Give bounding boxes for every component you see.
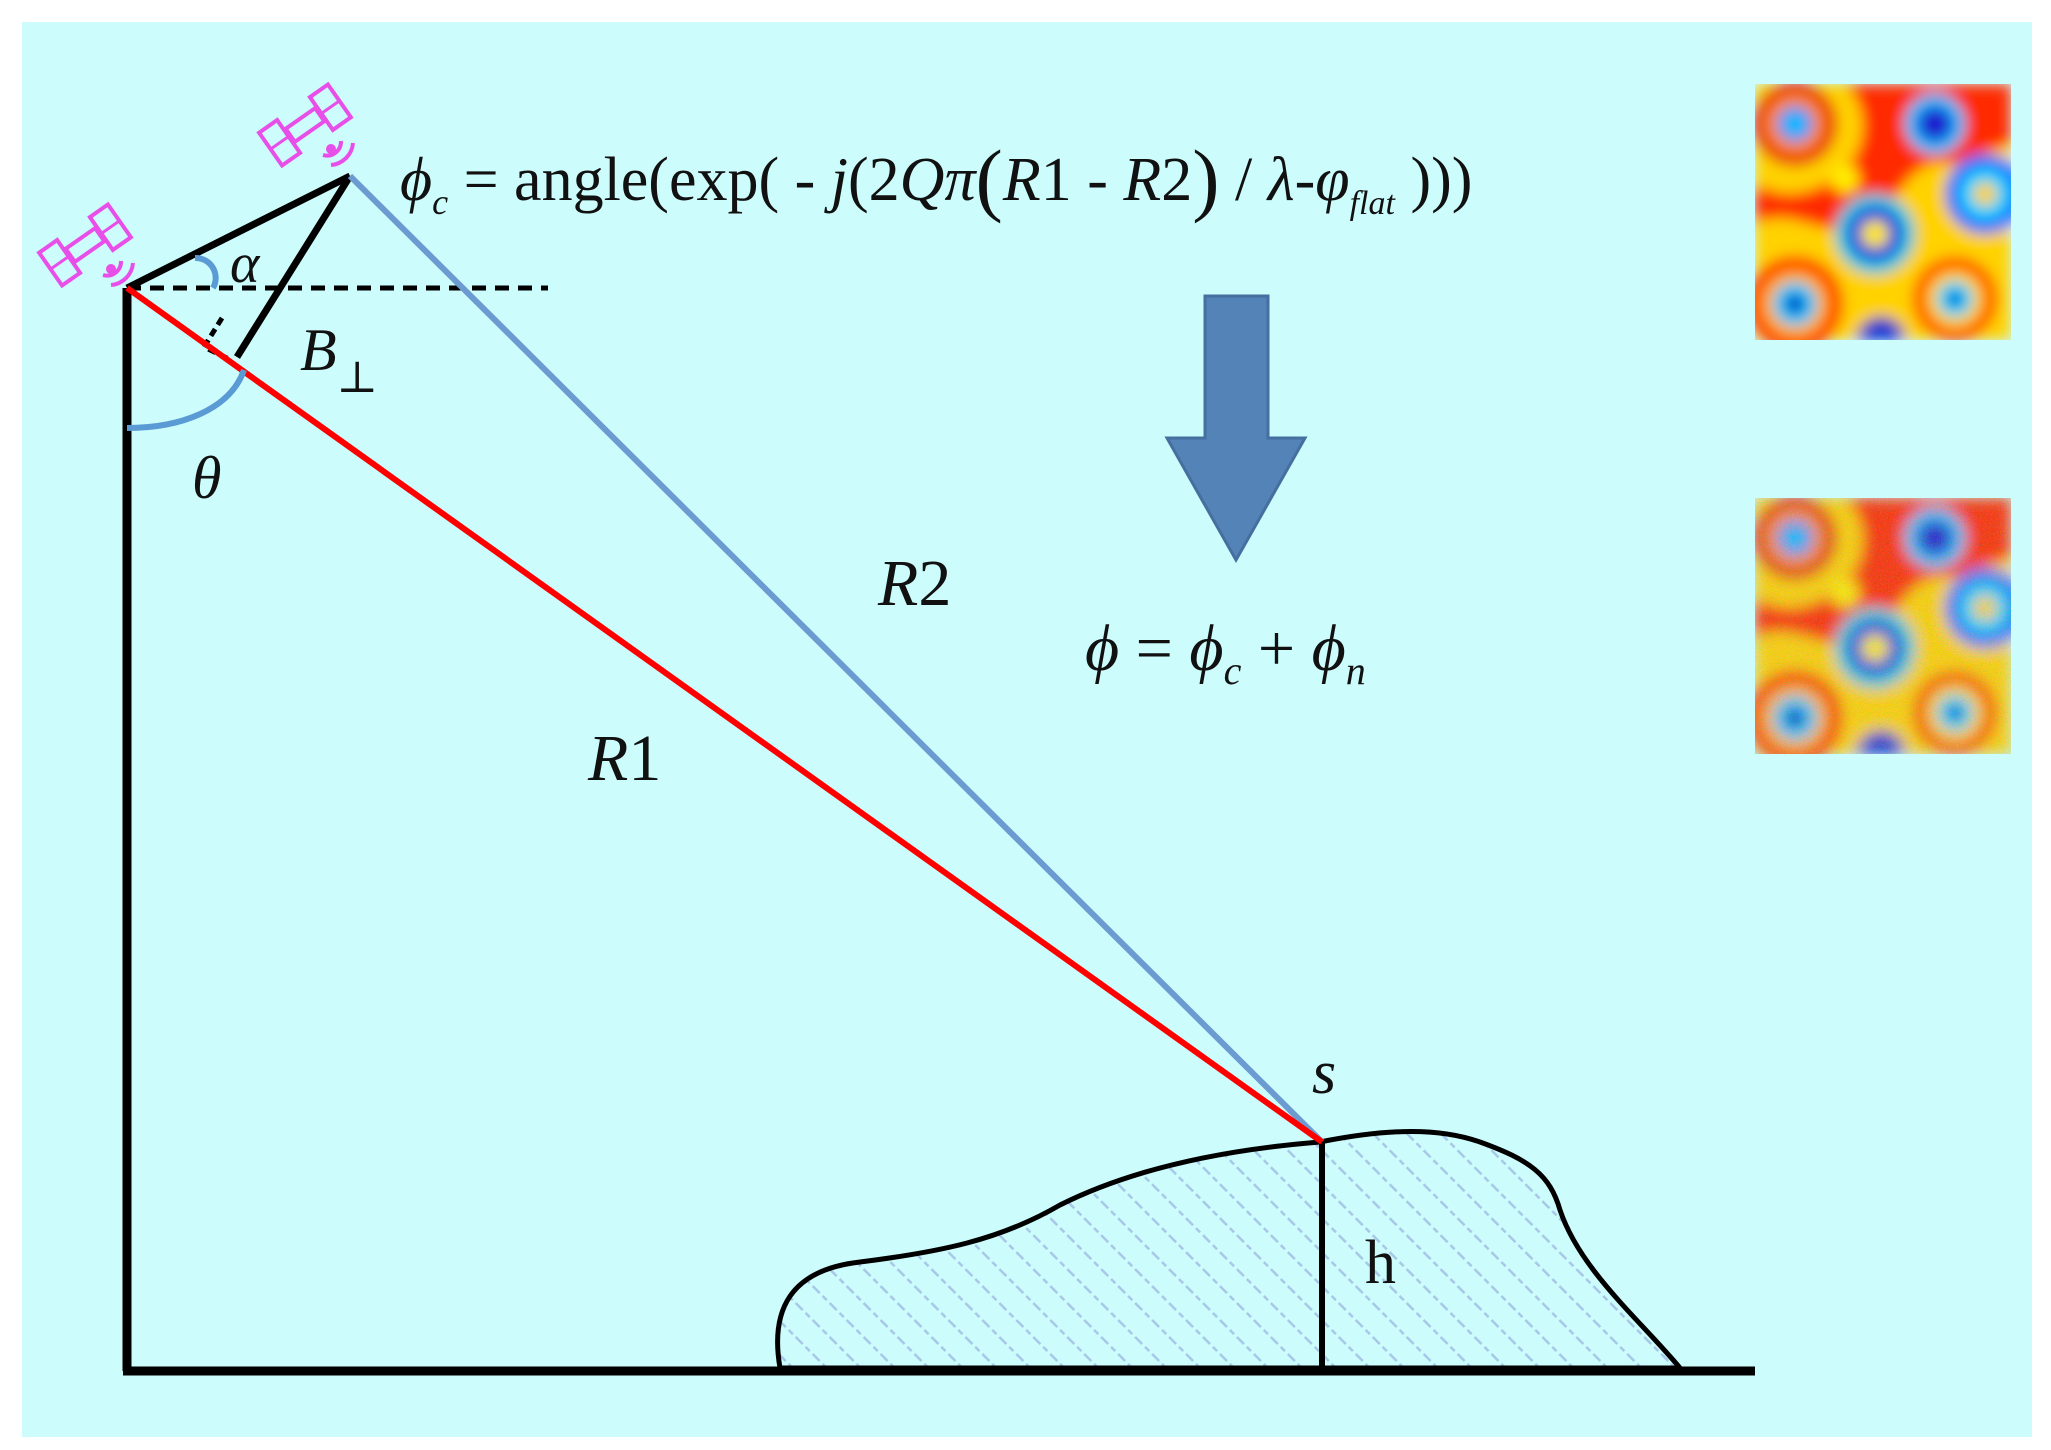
interferogram-noisy [1755, 498, 2011, 754]
b-perp-label: B⊥ [300, 317, 378, 402]
theta-arc [126, 368, 247, 431]
r2-label: R2 [877, 547, 951, 620]
alpha-label: α [230, 233, 261, 295]
theta-label: θ [192, 445, 221, 511]
interferogram-clean [1755, 84, 2011, 340]
phase-formula: ϕc = angle(exp( - j(2Qπ(R1 - R2) / λ-φfl… [400, 133, 1472, 224]
alpha-arc [194, 255, 219, 290]
s-label: s [1312, 1039, 1336, 1107]
terrain-profile [775, 1129, 1686, 1371]
baseline [125, 172, 352, 292]
phase-sum-formula: ϕ = ϕc + ϕn [1085, 612, 1366, 693]
b-perp-line [234, 174, 353, 359]
r1-label: R1 [587, 722, 661, 795]
r1-line [125, 285, 1324, 1145]
down-arrow-icon [1164, 294, 1308, 564]
h-label: h [1365, 1229, 1396, 1297]
background [22, 22, 2032, 1437]
r2-line [347, 173, 1325, 1145]
